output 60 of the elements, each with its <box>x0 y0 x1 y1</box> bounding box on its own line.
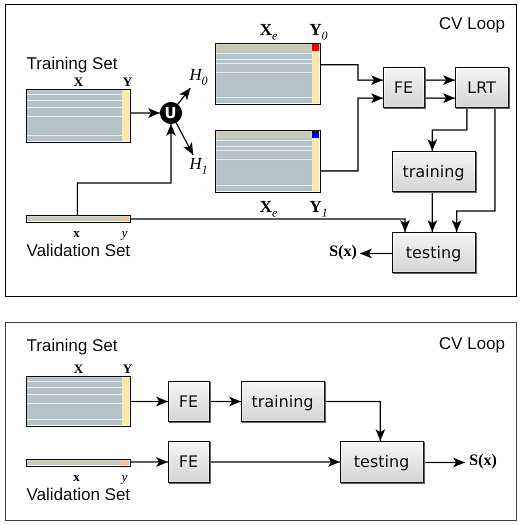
column-label: X <box>74 362 84 374</box>
process-box <box>382 66 424 108</box>
box-label: testing <box>406 242 462 262</box>
box-label: FE <box>178 392 198 410</box>
arrow <box>131 457 168 467</box>
box-label: LRT <box>467 78 496 96</box>
hypothesis-label: H$_{0}$ <box>186 66 210 88</box>
hypothesis-label: H$_{1}$ <box>186 154 210 176</box>
column-label: Y <box>122 74 132 88</box>
column-label: X <box>74 74 84 88</box>
column-label: Y <box>122 362 132 374</box>
arrow <box>452 108 496 232</box>
process-box <box>168 440 210 482</box>
matrix-label: X$_{e}$ <box>260 20 278 42</box>
score-label: S(x) <box>464 452 502 472</box>
process-box <box>340 440 424 482</box>
arrow <box>131 396 168 406</box>
arrow <box>131 218 410 232</box>
arrow <box>131 108 160 118</box>
score-label: S(x) <box>326 244 360 262</box>
arrow <box>425 75 455 86</box>
arrow <box>427 108 468 151</box>
box-label: testing <box>354 452 410 471</box>
process-box <box>454 66 508 108</box>
column-label: y <box>122 470 128 482</box>
arrow <box>360 248 392 258</box>
arrow <box>210 396 241 406</box>
arrow <box>325 400 386 441</box>
column-label: y <box>122 226 128 238</box>
matrix-label: X$_{e}$ <box>260 198 278 219</box>
process-box <box>168 380 210 422</box>
process-box <box>240 380 324 422</box>
arrow <box>176 122 194 156</box>
process-box <box>392 232 476 272</box>
arrow <box>425 93 455 104</box>
arrow <box>321 64 383 86</box>
column-label: x <box>73 470 80 482</box>
arrow <box>210 457 340 467</box>
arrow <box>424 458 465 468</box>
box-label: FE <box>178 452 198 471</box>
set-title: Validation Set <box>26 486 130 502</box>
box-label: training <box>402 162 464 180</box>
box-label: FE <box>394 78 414 96</box>
process-box <box>392 150 476 192</box>
box-label: training <box>252 392 314 410</box>
matrix-label: Y$_{0}$ <box>309 20 328 42</box>
set-title: Validation Set <box>26 242 130 258</box>
set-title: Training Set <box>26 336 118 354</box>
panel-frame <box>5 322 517 521</box>
matrix-label: Y$_{1}$ <box>309 198 328 219</box>
arrow <box>321 93 383 172</box>
panel-title: CV Loop <box>438 335 505 352</box>
panel-frame <box>5 4 517 297</box>
panel-title: CV Loop <box>438 15 505 32</box>
union-symbol: U <box>160 102 182 124</box>
arrow <box>427 192 438 232</box>
arrow <box>177 88 191 105</box>
set-title: Training Set <box>26 54 118 72</box>
column-label: x <box>73 226 80 238</box>
arrow <box>76 124 176 215</box>
